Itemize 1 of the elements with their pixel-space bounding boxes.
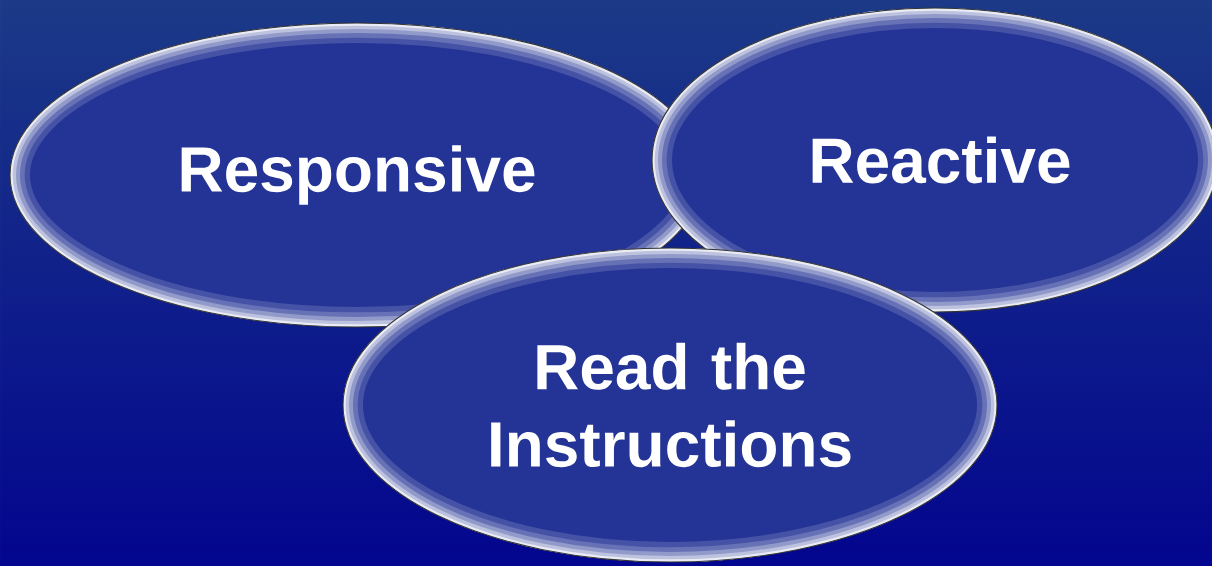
node-label: Read the Instructions — [491, 342, 851, 468]
